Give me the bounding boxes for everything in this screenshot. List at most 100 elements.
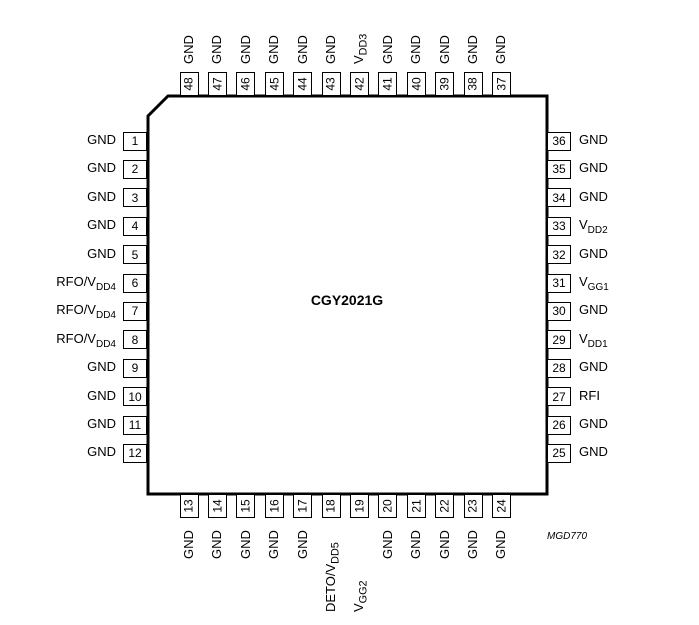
pin-box-31: 31 [547,273,571,293]
pin-number: 48 [181,77,196,91]
pin-label-14: GND [209,530,225,559]
pin-label-2: GND [6,161,116,174]
pin-label-subscript: GG1 [587,282,609,293]
pin-label-12: GND [6,445,116,458]
pin-box-42: 42 [349,72,369,96]
pin-label-text: V [351,603,367,612]
pin-label-3: GND [6,190,116,203]
pin-number: 28 [552,361,566,376]
pin-box-38: 38 [463,72,483,96]
pin-label-text: GND [579,416,608,431]
chip-package [146,94,549,496]
pin-label-text: GND [379,35,395,64]
pin-box-6: 6 [123,273,147,293]
pin-label-19: VGG2 [351,580,370,612]
pin-number: 27 [552,389,566,404]
pin-box-17: 17 [293,494,313,518]
pin-label-text: GND [465,35,480,64]
pin-box-13: 13 [179,494,199,518]
pin-number: 17 [295,499,310,513]
pin-label-text: RFI [579,387,600,403]
pin-label-text: V [579,217,588,233]
pin-number: 35 [552,162,566,177]
pin-box-33: 33 [547,216,571,236]
pin-box-30: 30 [547,301,571,321]
pin-number: 40 [409,77,424,91]
pin-label-40: GND [408,35,424,64]
pin-number: 19 [352,499,367,513]
pin-number: 7 [131,304,139,319]
pin-number: 45 [267,77,282,91]
pin-label-34: GND [579,190,608,203]
pin-label-subscript: GG2 [357,580,370,604]
pin-label-text: GND [209,530,225,559]
pin-label-8: RFO/VDD4 [6,330,116,350]
pin-box-47: 47 [207,72,227,96]
figure-code: MGD770 [547,531,588,542]
pin-label-45: GND [266,35,281,64]
pin-number: 6 [131,276,139,290]
pin-label-27: RFI [579,389,600,402]
pin-label-32: GND [579,247,608,260]
pin-label-text: GND [579,132,608,147]
pin-label-23: GND [465,530,480,559]
pin-number: 12 [128,446,142,461]
pin-number: 46 [238,77,253,91]
pin-label-text: RFO/V [56,274,96,289]
pin-number: 39 [437,77,452,91]
pin-label-subscript: DD3 [357,33,370,56]
pin-box-27: 27 [547,387,571,407]
pin-label-28: GND [579,360,608,373]
pin-label-text: GND [493,530,509,559]
pin-label-text: GND [87,387,116,403]
pin-number: 13 [181,499,196,513]
pin-label-text: GND [87,416,116,431]
pin-label-15: GND [238,530,253,559]
pin-label-text: GND [579,160,608,176]
pin-label-subscript: DD5 [329,542,342,564]
pin-box-44: 44 [293,72,313,96]
pin-box-37: 37 [491,72,511,96]
pin-label-text: RFO/V [56,330,96,346]
pin-label-text: GND [579,359,608,375]
pin-box-39: 39 [435,72,455,96]
pin-label-35: GND [579,161,608,174]
pin-label-11: GND [6,417,116,430]
pin-label-44: GND [295,35,310,64]
pin-label-text: GND [579,245,608,261]
pin-label-31: VGG1 [579,274,609,293]
pin-label-text: GND [87,359,116,375]
pin-number: 32 [552,247,566,262]
pin-box-46: 46 [236,72,256,96]
pin-label-subscript: DD4 [95,282,116,293]
pin-label-text: GND [408,35,424,64]
pin-box-48: 48 [179,72,199,96]
pin-label-41: GND [379,35,395,64]
pin-label-text: GND [87,188,116,204]
pin-number: 22 [437,499,452,513]
pin-label-text: GND [181,530,196,559]
pin-label-text: DETO/V [323,563,338,612]
pin-label-text: GND [87,217,116,233]
pin-box-32: 32 [547,245,571,265]
pin-label-text: GND [237,35,253,64]
pin-box-22: 22 [435,494,455,518]
pin-box-1: 1 [123,131,147,151]
pin-label-9: GND [6,360,116,373]
pin-label-26: GND [579,417,608,430]
pin-label-text: GND [465,530,480,559]
pin-number: 1 [131,134,139,148]
pin-box-9: 9 [123,358,147,378]
pin-box-15: 15 [236,494,256,518]
pin-label-18: DETO/VDD5 [323,542,342,612]
pin-label-text: V [579,274,588,289]
pin-number: 10 [128,389,142,404]
pin-box-4: 4 [123,216,147,236]
pin-number: 16 [267,499,282,513]
pin-box-5: 5 [123,245,147,265]
pin-label-text: GND [87,245,116,261]
pin-box-23: 23 [463,494,483,518]
pin-label-text: GND [379,530,395,559]
pin-label-subscript: DD4 [95,310,116,322]
